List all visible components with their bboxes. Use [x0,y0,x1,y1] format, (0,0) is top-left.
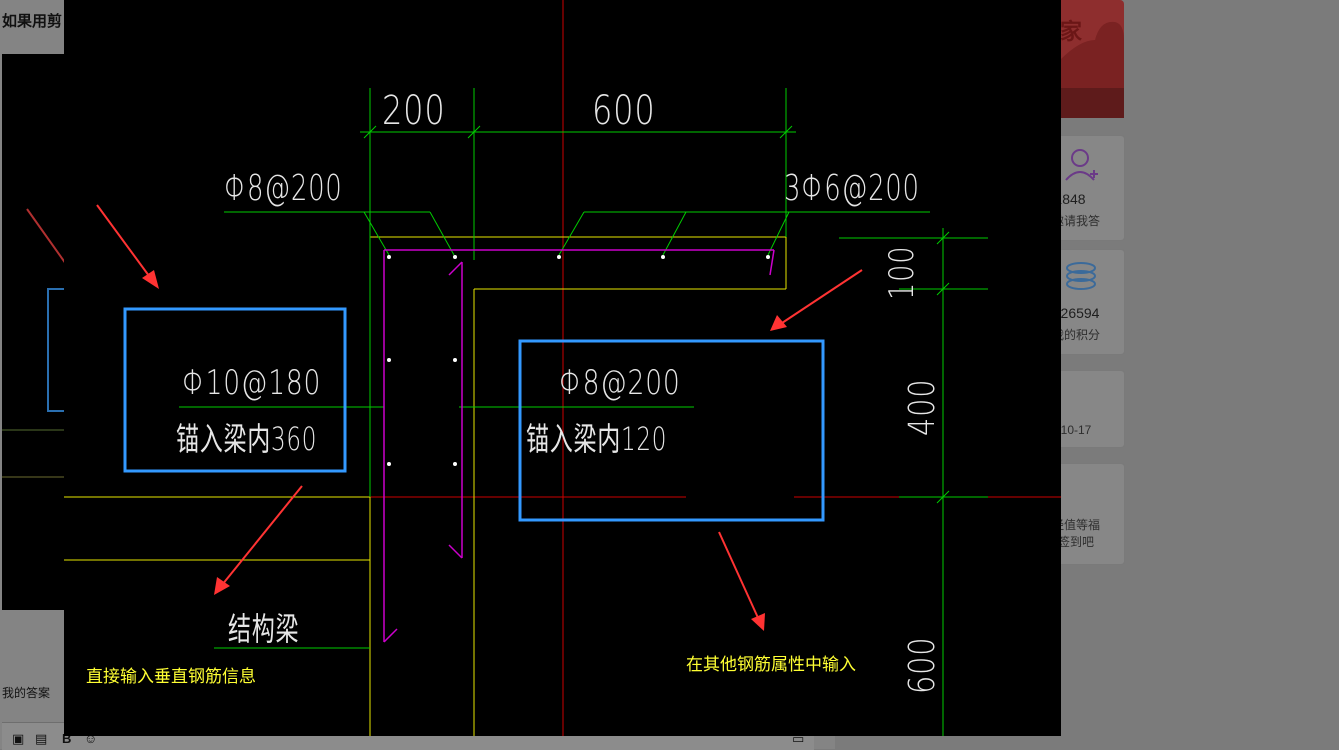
promo-line1: 经值等福 [1051,518,1100,532]
date-text: 10-17 [1060,423,1092,437]
dim-label-600-vertical: 600 [902,636,943,694]
green-dimension-lines [179,88,988,736]
sidebar-banner: 家 [1060,0,1124,118]
banner-shape [1060,21,1124,118]
magenta-rebar-lines [383,249,775,643]
my-answer-label: 我的答案 [2,686,51,700]
points-count: 26594 [1060,305,1100,321]
sidebar-invite-card[interactable]: 1848 邀请我答 [1052,135,1125,241]
invite-label: 邀请我答 [1051,214,1100,228]
highlight-box-left [123,307,347,473]
points-label: 我的积分 [1051,328,1100,342]
highlight-box-right [518,339,825,522]
dim-label-100: 100 [882,245,922,300]
coins-icon [1066,262,1096,290]
left-box-anchor: 锚入梁内360 [176,420,318,458]
text-mask [686,486,794,504]
cad-drawing [64,0,1061,736]
image-icon[interactable]: ▣ [12,731,25,746]
annotation-arrows [96,204,863,631]
dim-label-400: 400 [902,378,943,436]
image-lightbox[interactable]: 200 600 Φ8@200 3Φ6@200 100 400 600 Φ10@1… [64,0,1061,736]
page-title: 如果用剪 [2,13,63,30]
dim-label-600: 600 [592,88,656,134]
right-sidebar: 家 1848 邀请我答 26594 我的积分 10-17 经值等福 签到吧 [1052,0,1339,749]
sidebar-date-card: 10-17 [1060,370,1125,448]
rebar-label-top-left: Φ8@200 [224,168,343,209]
note-right: 在其他钢筋属性中输入 [686,655,856,675]
sidebar-promo-card[interactable]: 经值等福 签到吧 [1052,463,1125,565]
rebar-label-top-right: 3Φ6@200 [784,168,920,209]
beam-label: 结构梁 [228,610,300,648]
background-drawing-thumbnail [2,54,79,610]
user-plus-icon [1065,149,1098,181]
dim-label-200: 200 [382,88,446,134]
right-box-anchor: 锚入梁内120 [526,420,668,458]
bold-button[interactable]: B [62,731,72,746]
right-box-rebar: Φ8@200 [559,363,681,403]
banner-char: 家 [1060,19,1083,44]
promo-line2: 签到吧 [1057,535,1094,549]
picture-icon[interactable]: ▤ [35,731,48,746]
left-box-rebar: Φ10@180 [182,363,322,403]
rebar-dots [387,255,770,466]
invite-count: 1848 [1054,191,1086,207]
sidebar-points-card[interactable]: 26594 我的积分 [1052,249,1125,355]
note-left: 直接输入垂直钢筋信息 [86,667,256,687]
